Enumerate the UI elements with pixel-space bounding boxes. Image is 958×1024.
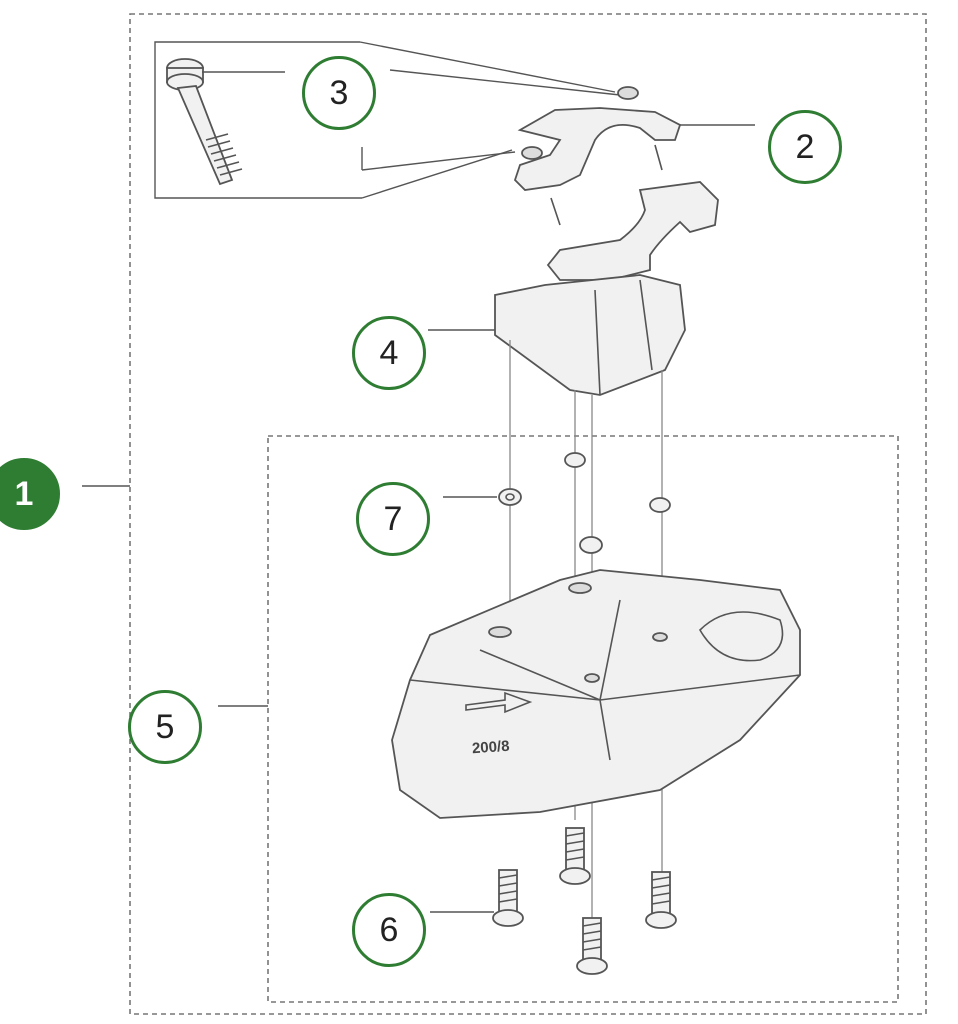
assembly-outline-5 xyxy=(267,435,899,1003)
adaptor-block-icon xyxy=(428,274,686,396)
bolt-detail-icon xyxy=(166,58,285,186)
guard-marking-label: 200/8 xyxy=(471,738,510,758)
inset-box-3 xyxy=(154,41,362,199)
washer-icon xyxy=(443,452,671,554)
callout-7[interactable]: 7 xyxy=(356,482,430,556)
screw-icon xyxy=(430,827,677,975)
callout-5[interactable]: 5 xyxy=(128,690,202,764)
trimmer-guard-icon xyxy=(218,569,801,819)
callout-6[interactable]: 6 xyxy=(352,893,426,967)
callout-1[interactable]: 1 xyxy=(0,458,60,530)
callout-3[interactable]: 3 xyxy=(302,56,376,130)
callout-4[interactable]: 4 xyxy=(352,316,426,390)
clamp-icon xyxy=(513,86,755,281)
assembly-outline-1 xyxy=(129,13,927,1015)
callout-2[interactable]: 2 xyxy=(768,110,842,184)
